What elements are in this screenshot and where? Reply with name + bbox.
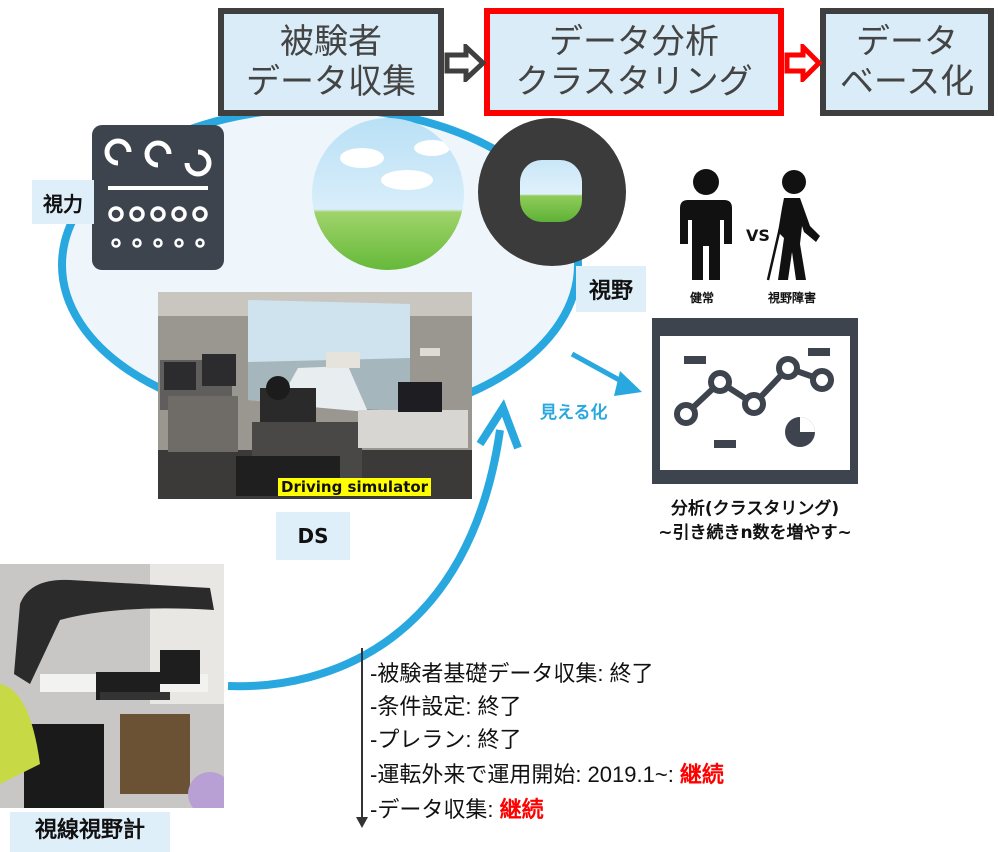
analysis-caption-2: ~引き続きn数を増やす~ bbox=[658, 523, 852, 543]
label-healthy: 健常 bbox=[690, 291, 715, 305]
status-item-4: -運転外来で運用開始: 2019.1~: 継続 bbox=[370, 762, 724, 787]
status-item-2: -条件設定: 終了 bbox=[370, 694, 522, 719]
flow-arrow-1 bbox=[444, 44, 486, 82]
flow-step-data-collection: 被験者 データ収集 bbox=[218, 8, 444, 116]
perimeter-photo bbox=[0, 564, 224, 808]
status-item-5: -データ収集: 継続 bbox=[370, 797, 544, 822]
driving-simulator-caption: Driving simulator bbox=[278, 478, 432, 496]
flow-arrow-2 bbox=[784, 44, 822, 82]
sky-field-illustration bbox=[312, 118, 464, 270]
flow-step-database: データ ベース化 bbox=[820, 8, 994, 116]
vs-label: VS bbox=[746, 226, 770, 245]
cycle-return-arrow bbox=[227, 429, 504, 691]
visually-impaired-person-icon bbox=[766, 170, 820, 281]
label-impaired: 視野障害 bbox=[768, 291, 817, 305]
label-ds: DS bbox=[276, 512, 350, 560]
vision-chart-icon bbox=[92, 125, 224, 270]
status-item-1: -被験者基礎データ収集: 終了 bbox=[370, 661, 654, 686]
analysis-caption-1: 分析(クラスタリング) bbox=[670, 499, 840, 519]
tunnel-vision-illustration bbox=[478, 118, 626, 266]
analysis-board-icon bbox=[652, 318, 858, 484]
healthy-person-icon bbox=[680, 169, 732, 280]
label-visualize: 見える化 bbox=[540, 403, 608, 423]
label-visual-field: 視野 bbox=[576, 266, 646, 312]
status-item-3: -プレラン: 終了 bbox=[370, 727, 522, 752]
driving-simulator-photo: Driving simulator bbox=[158, 292, 472, 499]
label-vision: 視力 bbox=[32, 180, 94, 224]
flow-step-analysis: データ分析 クラスタリング bbox=[484, 8, 784, 116]
label-perimeter: 視線視野計 bbox=[10, 812, 170, 852]
